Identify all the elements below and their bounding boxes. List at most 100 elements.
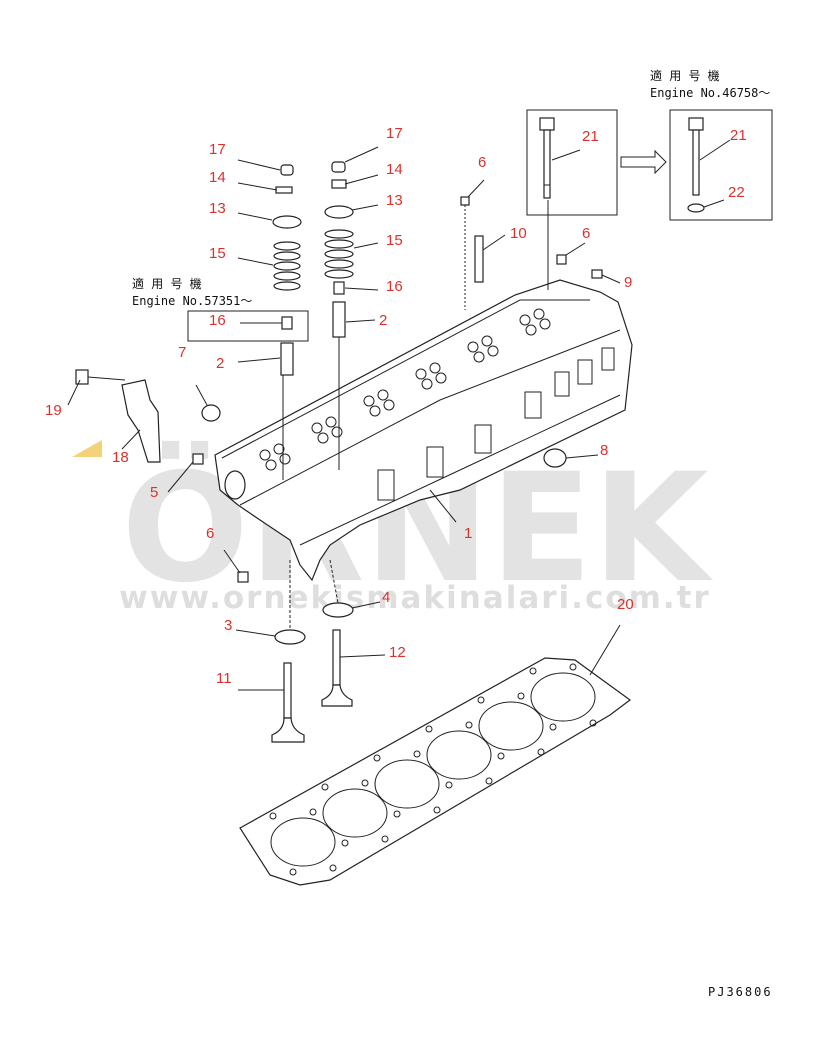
valve-12 (321, 629, 353, 707)
label-21: 21 (582, 128, 599, 145)
plug-5 (192, 453, 204, 465)
seal-4 (322, 602, 354, 618)
seal-3 (274, 629, 306, 645)
label-15: 15 (386, 232, 403, 249)
label-8: 8 (600, 442, 608, 459)
head-port (273, 443, 285, 455)
label-9: 9 (624, 274, 632, 291)
detail-box-bolt (526, 109, 618, 216)
bolt-21-alt (688, 117, 704, 196)
gasket-hole (497, 752, 505, 760)
label-11: 11 (216, 670, 232, 687)
head-port (415, 368, 427, 380)
gasket-hole (445, 781, 453, 789)
head-port (331, 426, 343, 438)
label-22: 22 (728, 184, 745, 201)
head-port (525, 324, 537, 336)
note-applicable-jp: 適 用 号 機 (650, 68, 720, 83)
label-19: 19 (45, 402, 62, 419)
gasket-hole (361, 779, 369, 787)
watermark-url: www.ornekismakinalari.com.tr (119, 580, 711, 616)
label-7: 7 (178, 344, 186, 361)
gasket-hole (269, 812, 277, 820)
gasket-hole (425, 725, 433, 733)
dowel-6 (460, 196, 470, 206)
plug-7 (201, 404, 221, 422)
note-engine-number: Engine No.57351～ (132, 294, 252, 308)
gasket-hole (485, 777, 493, 785)
label-6: 6 (206, 525, 214, 542)
label-15: 15 (209, 245, 226, 262)
label-14: 14 (386, 161, 403, 178)
label-5: 5 (150, 484, 158, 501)
note-engine-46758: 適 用 号 機 Engine No.46758～ (650, 68, 770, 100)
cylinder-bore (322, 788, 388, 838)
label-21: 21 (730, 127, 747, 144)
cylinder-bore (426, 730, 492, 780)
gasket-hole (569, 663, 577, 671)
label-13: 13 (209, 200, 226, 217)
head-port (363, 395, 375, 407)
note-engine-number: Engine No.46758～ (650, 86, 770, 100)
pin-10 (474, 235, 484, 283)
gasket-hole (393, 810, 401, 818)
gasket-hole (321, 783, 329, 791)
cylinder-bore (374, 759, 440, 809)
gasket-hole (373, 754, 381, 762)
gasket-hole (329, 864, 337, 872)
label-17: 17 (209, 141, 226, 158)
gasket-hole (465, 721, 473, 729)
head-port (421, 378, 433, 390)
bolt-21 (539, 117, 555, 199)
detail-box-part-16 (187, 310, 309, 342)
plug-8 (543, 448, 567, 468)
gasket-hole (477, 696, 485, 704)
head-port (435, 372, 447, 384)
note-applicable-jp: 適 用 号 機 (132, 276, 202, 291)
head-port (325, 416, 337, 428)
label-6: 6 (582, 225, 590, 242)
head-port (487, 345, 499, 357)
label-14: 14 (209, 169, 226, 186)
gasket-hole (589, 719, 597, 727)
label-17: 17 (386, 125, 403, 142)
gasket-hole (433, 806, 441, 814)
gasket-hole (341, 839, 349, 847)
dowel-6-top (556, 254, 567, 265)
leader-lines (67, 139, 731, 691)
gasket-hole (413, 750, 421, 758)
watermark-accent (72, 440, 102, 457)
head-port (429, 362, 441, 374)
washer-22 (687, 203, 705, 213)
head-port (259, 449, 271, 461)
valve-stack-left (272, 164, 302, 376)
valve-11 (271, 662, 305, 743)
cylinder-head (214, 279, 633, 582)
head-port (383, 399, 395, 411)
head-port (279, 453, 291, 465)
head-port (539, 318, 551, 330)
gasket-hole (549, 723, 557, 731)
arrow-icon (620, 149, 667, 175)
label-20: 20 (617, 596, 634, 613)
label-16: 16 (386, 278, 403, 295)
label-18: 18 (112, 449, 129, 466)
label-1: 1 (464, 525, 472, 542)
gasket-hole (517, 692, 525, 700)
valve-stack-right (324, 161, 354, 338)
label-3: 3 (224, 617, 232, 634)
head-port (467, 341, 479, 353)
head-port (519, 314, 531, 326)
label-13: 13 (386, 192, 403, 209)
note-engine-57351: 適 用 号 機 Engine No.57351～ (132, 276, 252, 308)
cylinder-bore (530, 672, 596, 722)
head-port (473, 351, 485, 363)
head-port (311, 422, 323, 434)
gasket-hole (529, 667, 537, 675)
head-port (369, 405, 381, 417)
detail-box-bolt-washer (669, 109, 773, 221)
head-port (317, 432, 329, 444)
label-2: 2 (379, 312, 387, 329)
plug-9 (591, 269, 603, 279)
